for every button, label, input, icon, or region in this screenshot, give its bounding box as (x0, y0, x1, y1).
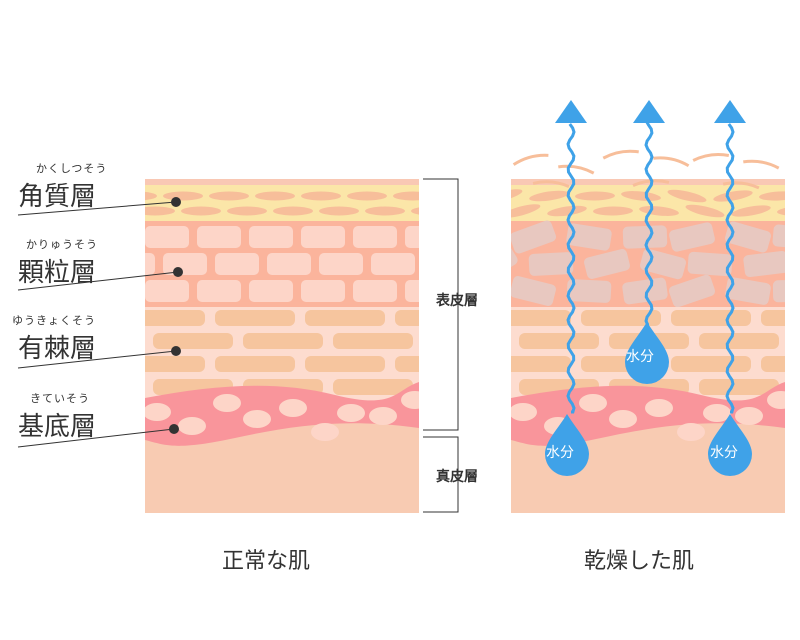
evaporation-arrow (725, 123, 735, 414)
ruby-corneum: かくしつそう (36, 162, 108, 175)
pointer-dot (171, 197, 181, 207)
arrow-head-icon (555, 100, 587, 123)
evaporation-arrow (644, 120, 654, 327)
pointer-dot (173, 267, 183, 277)
arrow-head-icon (714, 100, 746, 123)
arrow-head-icon (633, 100, 665, 123)
stratum-corneum (145, 185, 419, 221)
water-label-1: 水分 (626, 349, 654, 365)
water-drop-icon (545, 414, 589, 476)
pointer-line (17, 271, 179, 291)
peeling-flake (512, 153, 549, 166)
evaporation-arrow (566, 123, 576, 414)
water-drop-icon (708, 414, 752, 476)
peeling-flake (743, 159, 780, 170)
dermis-bracket (423, 436, 459, 513)
label-spinous: 有棘層 (18, 334, 97, 364)
ruby-basal: きていそう (30, 392, 90, 405)
peeling-flake (532, 180, 570, 188)
peeling-flake (722, 181, 760, 190)
normal-skin-panel (145, 179, 419, 513)
water-drop-icon (625, 322, 669, 384)
water-label-2: 水分 (546, 445, 574, 461)
label-granular: 顆粒層 (18, 258, 97, 288)
pointer-dot (171, 346, 181, 356)
peeling-flake (602, 149, 639, 160)
ruby-granular: かりゅうそう (26, 238, 98, 251)
caption-dry-skin: 乾燥した肌 (584, 549, 695, 574)
label-basal: 基底層 (18, 412, 97, 442)
peeling-flake (653, 156, 690, 168)
label-epidermis: 表皮層 (436, 293, 478, 309)
stratum-basale (511, 382, 785, 446)
epidermis-bracket (423, 178, 459, 431)
pointer-dot (169, 424, 179, 434)
stratum-basale (145, 382, 419, 446)
pointer-line (17, 201, 177, 216)
peeling-flake (558, 164, 595, 175)
label-corneum: 角質層 (18, 182, 97, 212)
caption-normal-skin: 正常な肌 (222, 549, 311, 574)
label-dermis: 真皮層 (436, 469, 478, 485)
water-label-3: 水分 (710, 445, 738, 461)
peeling-flake (692, 153, 730, 162)
pointer-line (17, 350, 177, 369)
pointer-line (17, 428, 175, 448)
ruby-spinous: ゆうきょくそう (12, 314, 96, 327)
